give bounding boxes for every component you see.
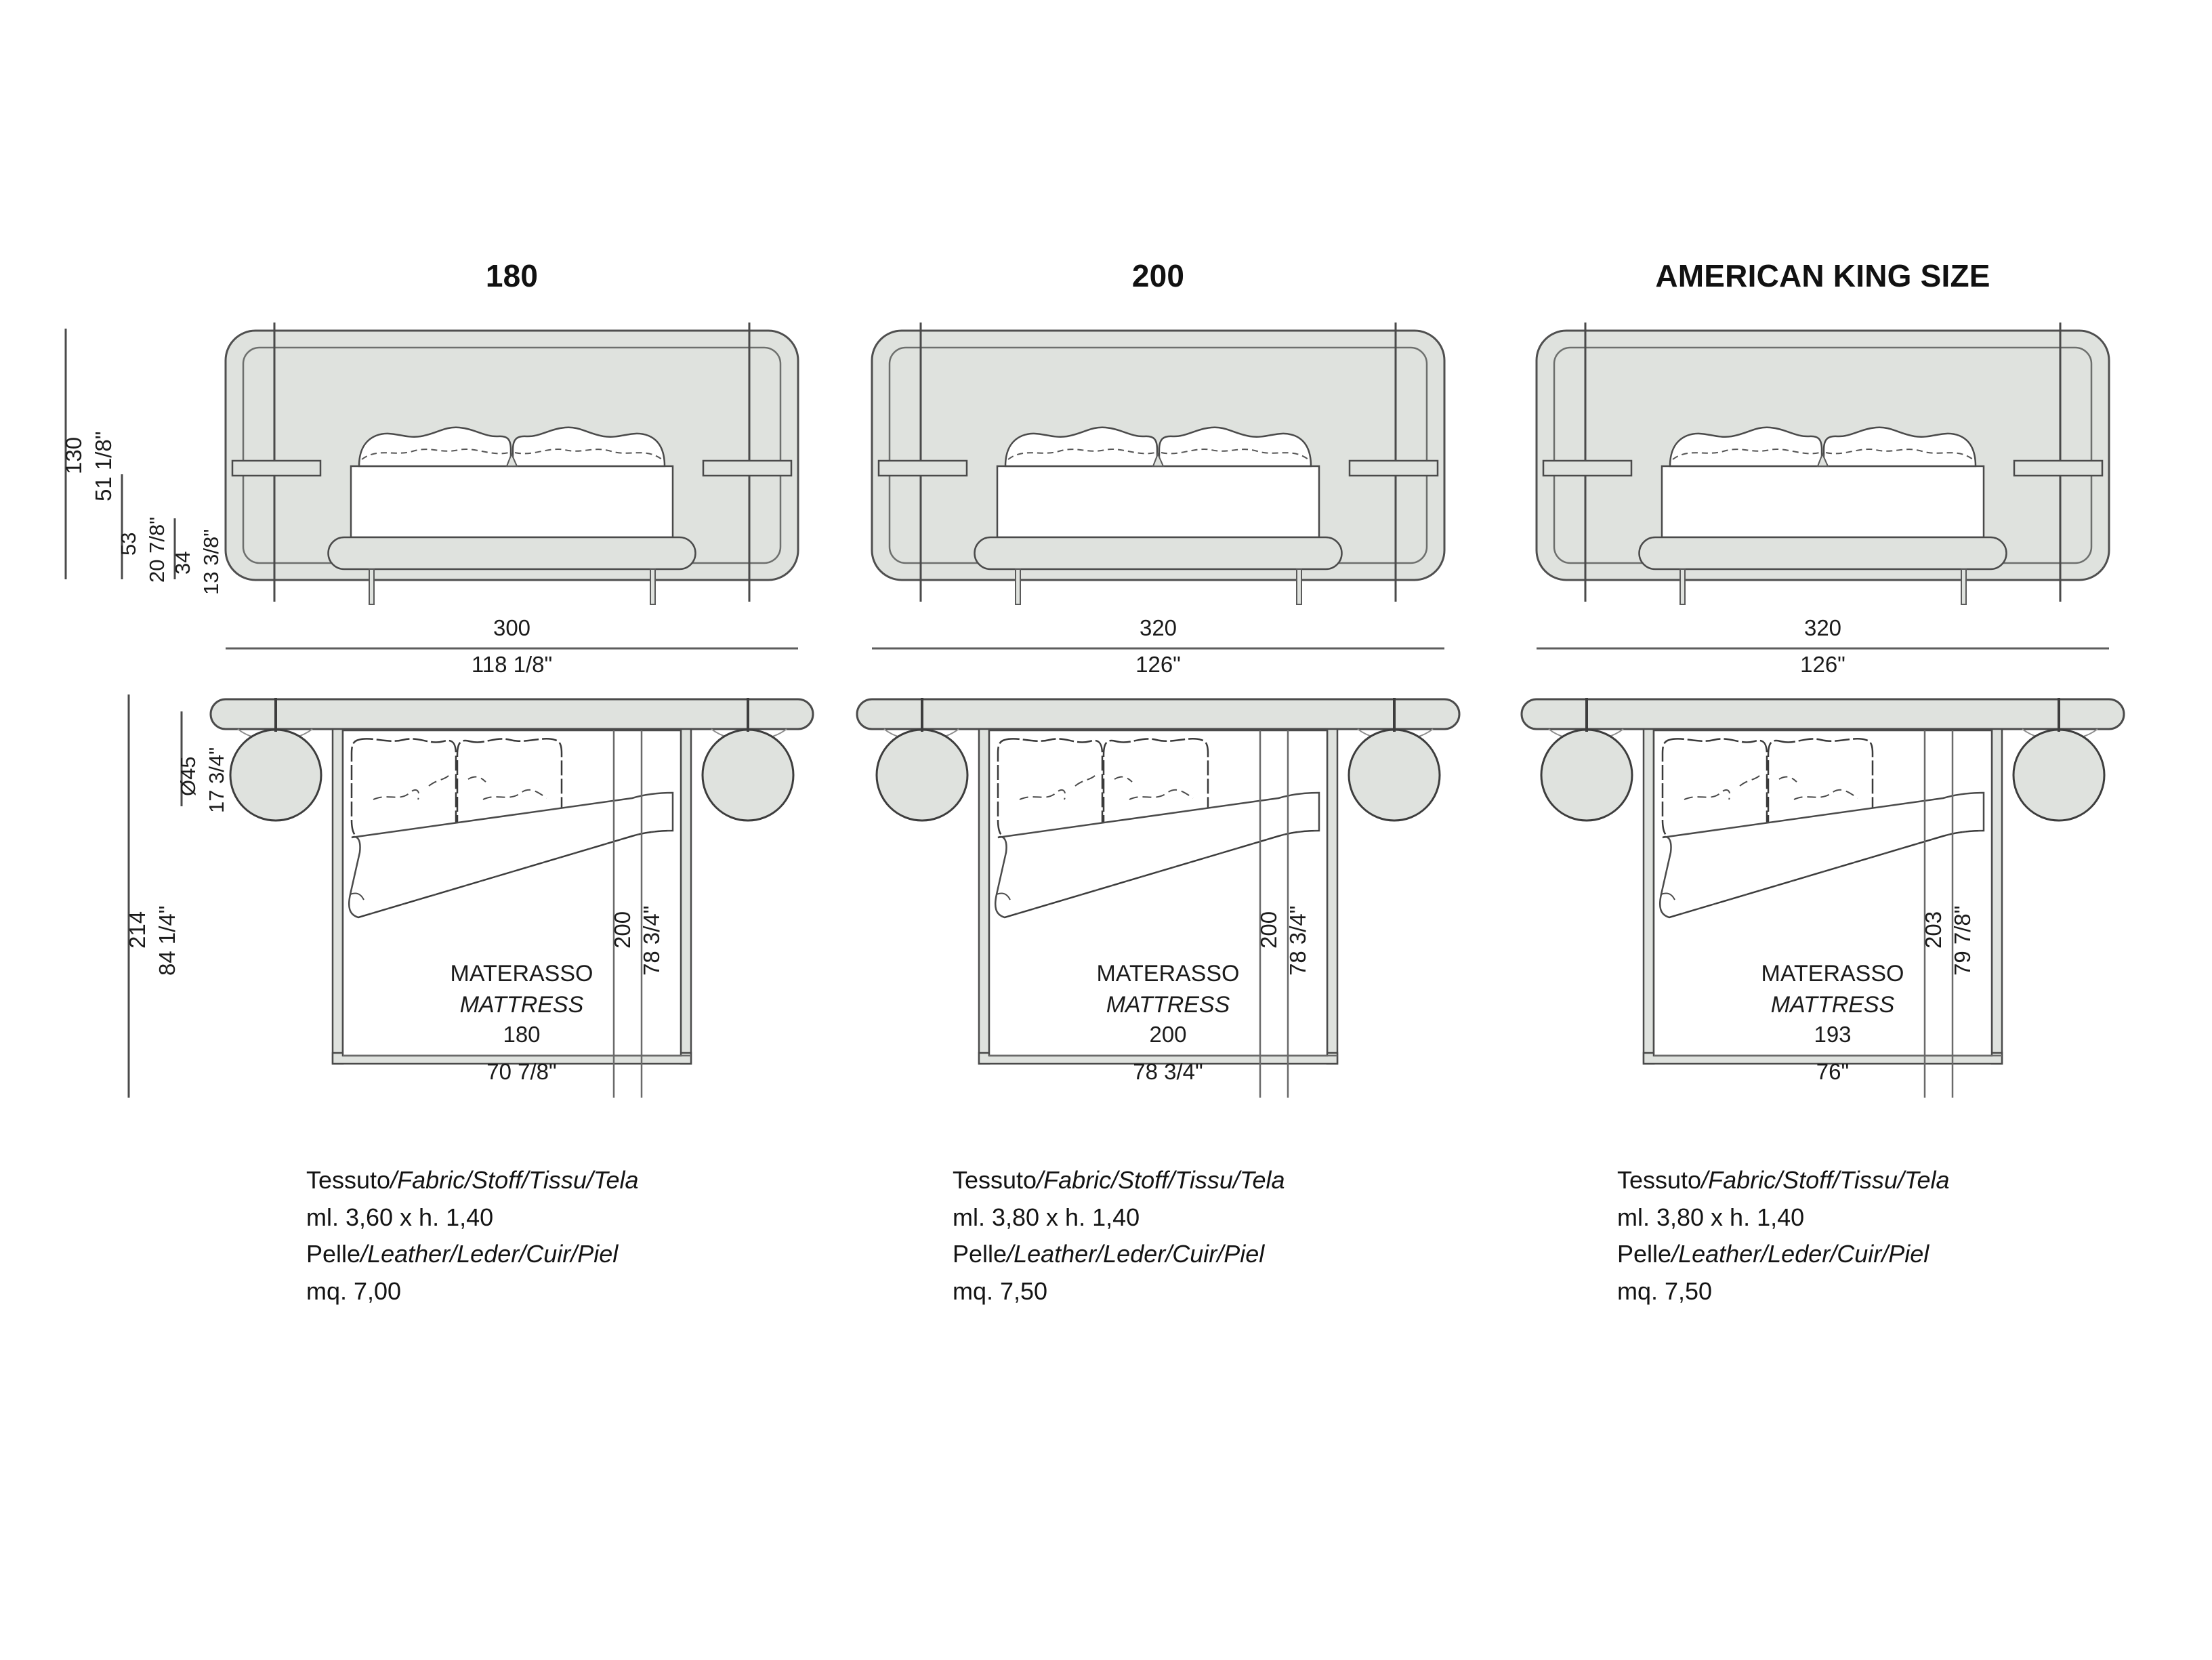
caption-leather-italic-col-1: /Leather/Leder/Cuir/Piel [360,1240,619,1268]
caption-col-3: Tessuto/Fabric/Stoff/Tissu/Tela ml. 3,80… [1617,1162,1950,1310]
dim-base-height-in: 13 3/8" [199,528,223,595]
column-title-200: 200 [1131,258,1185,293]
mattress-label-en-col-1: MATTRESS [459,991,584,1018]
caption-fabric-italic-col-2: /Fabric/Stoff/Tissu/Tela [1037,1166,1285,1194]
caption-fabric-italic-col-1: /Fabric/Stoff/Tissu/Tela [390,1166,639,1194]
dim-mattress-width-in-col-1: 70 7/8" [486,1059,557,1084]
plan-dimension-rules-col-3 [1654,730,2002,1098]
dim-mattress-width-cm-col-1: 180 [503,1022,541,1047]
caption-leather-roman-col-1: Pelle [306,1240,361,1268]
dim-plan-depth-cm: 214 [125,911,150,949]
caption-fabric-roman-col-3: Tessuto [1617,1166,1702,1194]
dim-headboard-height-cm: 130 [61,436,86,474]
dim-mattress-length-in-col-3: 79 7/8" [1950,905,1975,976]
plan-dimension-rules-col-2 [989,730,1337,1098]
caption-col-1: Tessuto/Fabric/Stoff/Tissu/Tela ml. 3,60… [306,1162,639,1310]
caption-leather-italic-col-2: /Leather/Leder/Cuir/Piel [1007,1240,1265,1268]
dim-mattress-width-cm-col-2: 200 [1149,1022,1187,1047]
caption-line-1-col-3: Tessuto/Fabric/Stoff/Tissu/Tela [1617,1162,1950,1199]
dim-overall-width-cm-col-2: 320 [1139,615,1177,640]
plan-dimension-rules-col-1 [343,730,691,1098]
dim-mattress-length-cm-col-1: 200 [610,911,635,949]
column-title-american-king-size: AMERICAN KING SIZE [1655,258,1990,293]
mattress-label-en-col-3: MATTRESS [1770,991,1895,1018]
dim-mattress-length-in-col-1: 78 3/4" [639,905,664,976]
caption-line-4-col-1: mq. 7,00 [306,1277,402,1306]
caption-fabric-roman-col-2: Tessuto [953,1166,1037,1194]
elevation-drawing-col-3 [1535,321,2110,606]
dim-nightstand-diameter-in: 17 3/4" [205,747,228,813]
caption-line-4-col-3: mq. 7,50 [1617,1277,1713,1306]
dim-overall-width-in-col-3: 126" [1800,652,1845,677]
dim-overall-width-in-col-2: 126" [1135,652,1181,677]
dim-base-height-cm: 34 [171,551,194,575]
dim-overall-width-in-col-1: 118 1/8" [471,652,553,677]
mattress-label-en-col-2: MATTRESS [1106,991,1230,1018]
dim-overall-width-cm-col-1: 300 [493,615,531,640]
mattress-label-col-2: MATERASSO MATTRESS [1012,959,1324,1021]
elevation-drawing-col-1 [224,321,799,606]
dim-nightstand-diameter-cm: Ø45 [176,756,200,796]
dim-headboard-height-in: 51 1/8" [91,431,116,501]
dim-mattress-length-cm-col-3: 203 [1921,911,1946,949]
mattress-label-it-col-3: MATERASSO [1761,961,1904,987]
dim-overall-width-cm-col-3: 320 [1803,615,1842,640]
dim-mattress-width-in-col-2: 78 3/4" [1133,1059,1203,1084]
caption-fabric-italic-col-3: /Fabric/Stoff/Tissu/Tela [1701,1166,1950,1194]
dim-mattress-top-height-cm: 53 [117,532,140,556]
caption-line-2-col-3: ml. 3,80 x h. 1,40 [1617,1203,1805,1231]
caption-col-2: Tessuto/Fabric/Stoff/Tissu/Tela ml. 3,80… [953,1162,1285,1310]
left-plan-dimension-lines [127,694,183,1098]
dim-mattress-width-cm-col-3: 193 [1814,1022,1852,1047]
left-elevation-dimension-lines [64,329,176,579]
caption-line-4-col-2: mq. 7,50 [953,1277,1048,1306]
dim-mattress-length-in-col-2: 78 3/4" [1285,905,1310,976]
caption-leather-roman-col-3: Pelle [1617,1240,1672,1268]
caption-leather-italic-col-3: /Leather/Leder/Cuir/Piel [1671,1240,1929,1268]
mattress-label-col-3: MATERASSO MATTRESS [1677,959,1988,1021]
caption-line-3-col-2: Pelle/Leather/Leder/Cuir/Piel [953,1236,1285,1273]
dim-mattress-length-cm-col-2: 200 [1256,911,1281,949]
caption-leather-roman-col-2: Pelle [953,1240,1007,1268]
mattress-label-it-col-2: MATERASSO [1096,961,1240,987]
dim-mattress-width-in-col-3: 76" [1816,1059,1850,1084]
caption-line-1-col-2: Tessuto/Fabric/Stoff/Tissu/Tela [953,1162,1285,1199]
dim-mattress-top-height-in: 20 7/8" [145,516,169,583]
dim-plan-depth-in: 84 1/4" [154,905,180,976]
column-title-180: 180 [485,258,539,293]
caption-line-1-col-1: Tessuto/Fabric/Stoff/Tissu/Tela [306,1162,639,1199]
mattress-label-col-1: MATERASSO MATTRESS [366,959,677,1021]
caption-fabric-roman-col-1: Tessuto [306,1166,391,1194]
elevation-drawing-col-2 [871,321,1446,606]
caption-line-3-col-3: Pelle/Leather/Leder/Cuir/Piel [1617,1236,1950,1273]
caption-line-3-col-1: Pelle/Leather/Leder/Cuir/Piel [306,1236,639,1273]
caption-line-2-col-1: ml. 3,60 x h. 1,40 [306,1203,494,1231]
caption-line-2-col-2: ml. 3,80 x h. 1,40 [953,1203,1140,1231]
mattress-label-it-col-1: MATERASSO [450,961,593,987]
